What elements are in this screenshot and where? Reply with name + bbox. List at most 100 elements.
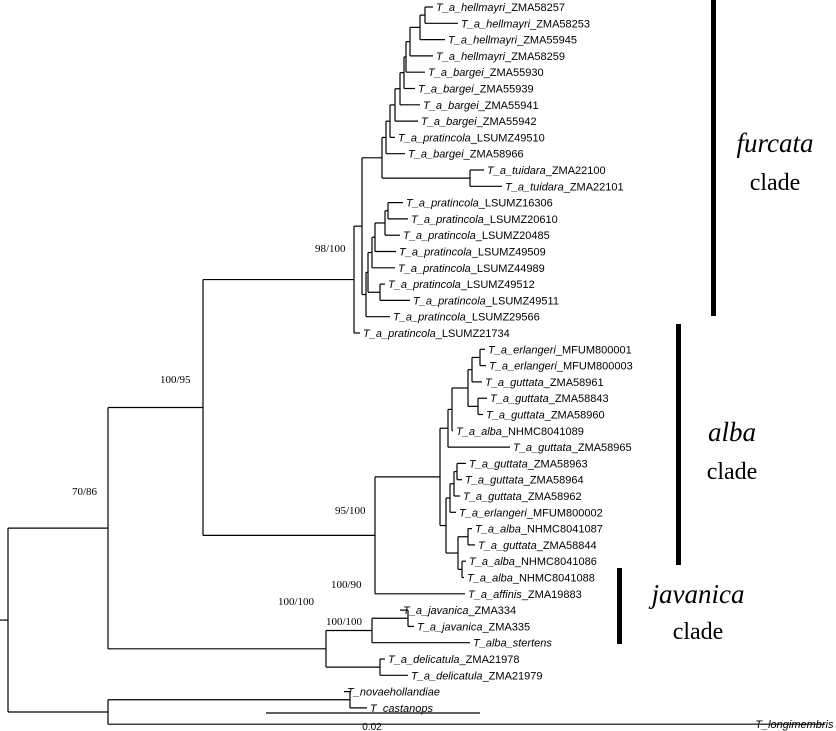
tip-label: T_a_javanica_ZMA335 (417, 621, 530, 633)
tip-label: T_a_guttata_ZMA58965 (513, 442, 632, 454)
tip-label: T_a_guttata_ZMA58963 (469, 458, 588, 470)
tip-specimen-id: _ZMA58844 (536, 540, 597, 552)
tip-specimen-id: _ZMA22101 (563, 181, 624, 193)
tip-specimen-id: _ZMA335 (481, 621, 530, 633)
tip-specimen-id: _ZMA58253 (529, 18, 590, 30)
furcata-clade-bar (711, 0, 716, 316)
javanica-clade-word: clade (673, 619, 724, 645)
tip-taxon: T_a_guttata (469, 458, 528, 470)
tip-taxon: T_a_pratincola (399, 247, 472, 259)
tip-label: T_castanops (370, 703, 433, 715)
tip-specimen-id: _ZMA22100 (545, 165, 606, 177)
tip-taxon: T_a_bargei (423, 100, 479, 112)
tip-label: T_a_alba_NHMC8041088 (467, 573, 595, 585)
tip-label: T_a_pratincola_LSUMZ20610 (411, 214, 558, 226)
tip-specimen-id: _ZMA58961 (543, 377, 604, 389)
tip-specimen-id: _ZMA58843 (548, 393, 609, 405)
tip-label: T_a_bargei_ZMA55941 (423, 100, 539, 112)
tip-taxon: T_a_pratincola (413, 295, 486, 307)
tip-label: T_a_alba_NHMC8041087 (475, 524, 603, 536)
tip-label: T_a_erlangeri_MFUM800001 (488, 344, 632, 356)
tip-label: T_a_guttata_ZMA58960 (486, 410, 605, 422)
tip-label: T_a_alba_NHMC8041089 (456, 426, 584, 438)
support-alba-node: 95/100 (335, 505, 366, 517)
tip-specimen-id: _ZMA19883 (521, 589, 582, 601)
tip-taxon: T_a_erlangeri (489, 361, 557, 373)
alba-clade-name: alba (708, 417, 756, 447)
tip-specimen-id: _ZMA58963 (527, 458, 588, 470)
tip-labels: T_a_hellmayri_ZMA58257T_a_hellmayri_ZMA5… (347, 2, 834, 731)
tip-taxon: T_a_bargei (421, 116, 477, 128)
support-ingroup-node: 70/86 (72, 486, 98, 498)
tip-taxon: T_a_bargei (428, 67, 484, 79)
tip-label: T_alba_stertens (473, 638, 552, 650)
tip-specimen-id: _ZMA55930 (483, 67, 544, 79)
tip-label: T_a_pratincola_LSUMZ29566 (393, 312, 540, 324)
tip-specimen-id: _ZMA58966 (463, 149, 524, 161)
tip-taxon: T_castanops (370, 703, 433, 715)
tip-label: T_a_guttata_ZMA58962 (463, 491, 582, 503)
tip-label: T_a_hellmayri_ZMA58253 (461, 18, 590, 30)
support-javanica-pair: 100/90 (331, 579, 362, 591)
tip-label: T_a_bargei_ZMA55942 (421, 116, 537, 128)
tip-taxon: T_a_affinis (468, 589, 522, 601)
tip-label: T_a_pratincola_LSUMZ21734 (363, 328, 510, 340)
alba-clade-bar (676, 324, 681, 565)
tip-taxon: T_a_tuidara (505, 181, 564, 193)
tip-taxon: T_a_delicatula (388, 654, 460, 666)
tip-specimen-id: _ZMA21978 (459, 654, 520, 666)
tip-specimen-id: _LSUMZ29566 (465, 312, 540, 324)
support-javanica-node: 100/100 (278, 596, 315, 608)
tip-specimen-id: _NHMC8041088 (512, 573, 595, 585)
tip-taxon: T_a_hellmayri (436, 2, 506, 14)
tip-label: T_a_pratincola_LSUMZ49512 (388, 279, 535, 291)
tip-specimen-id: _ZMA21979 (482, 670, 543, 682)
tip-taxon: T_a_javanica (417, 621, 482, 633)
tip-taxon: T_a_guttata (486, 410, 545, 422)
tip-taxon: T_a_bargei (418, 84, 474, 96)
tip-taxon: T_a_hellmayri (436, 51, 506, 63)
tip-label: T_a_pratincola_LSUMZ20485 (403, 230, 550, 242)
tip-label: T_a_guttata_ZMA58844 (478, 540, 597, 552)
tip-taxon: T_a_erlangeri (459, 507, 527, 519)
tip-label: T_a_erlangeri_MFUM800002 (459, 507, 603, 519)
tip-specimen-id: _LSUMZ21734 (435, 328, 510, 340)
tip-label: T_a_pratincola_LSUMZ49509 (399, 247, 546, 259)
tip-taxon: T_a_alba (475, 524, 521, 536)
tip-specimen-id: _ZMA58257 (504, 2, 565, 14)
tip-specimen-id: _ZMA55941 (478, 100, 539, 112)
tip-taxon: T_a_alba (467, 573, 513, 585)
tip-taxon: T_a_guttata (478, 540, 537, 552)
tip-taxon: T_a_hellmayri (448, 35, 518, 47)
tip-specimen-id: _ZMA55942 (476, 116, 537, 128)
tip-label: T_a_hellmayri_ZMA55945 (448, 35, 577, 47)
tip-specimen-id: _LSUMZ16306 (478, 198, 553, 210)
tip-specimen-id: _NHMC8041089 (501, 426, 584, 438)
tip-specimen-id: _ZMA58964 (523, 475, 584, 487)
tip-taxon: T_a_pratincola (403, 230, 476, 242)
tip-label: T_a_hellmayri_ZMA58259 (436, 51, 565, 63)
tip-specimen-id: _MFUM800001 (555, 344, 632, 356)
tip-specimen-id: _LSUMZ44989 (470, 263, 545, 275)
tip-label: T_a_bargei_ZMA55930 (428, 67, 544, 79)
tip-taxon: T_a_erlangeri (488, 344, 556, 356)
tip-taxon: T_a_alba (456, 426, 502, 438)
tip-specimen-id: _LSUMZ49509 (471, 247, 546, 259)
tip-label: T_a_delicatula_ZMA21979 (411, 670, 543, 682)
tip-specimen-id: _ZMA58960 (544, 410, 605, 422)
tip-label: T_a_guttata_ZMA58843 (490, 393, 609, 405)
javanica-clade-bar (617, 568, 622, 644)
tip-specimen-id: _LSUMZ49511 (485, 295, 559, 307)
tip-label: T_a_affinis_ZMA19883 (468, 589, 582, 601)
support-delicatula-pair: 100/100 (326, 616, 363, 628)
tip-taxon: T_longimembris (755, 719, 834, 731)
tip-taxon: T_a_guttata (485, 377, 544, 389)
scale-bar-label: 0.02 (362, 722, 382, 731)
tip-taxon: T_a_pratincola (406, 198, 479, 210)
tip-taxon: T_a_pratincola (398, 132, 471, 144)
tip-specimen-id: _LSUMZ49510 (470, 132, 545, 144)
tree-branches (0, 6, 825, 725)
support-furcata-alba-node: 100/95 (160, 374, 191, 386)
tip-taxon: T_novaehollandiae (347, 687, 440, 699)
